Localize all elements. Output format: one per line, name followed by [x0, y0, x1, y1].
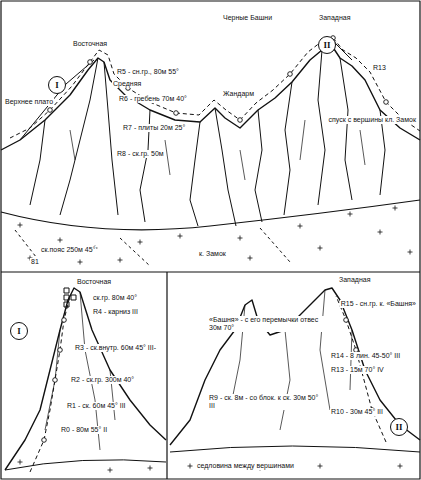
snow-symbol [78, 260, 83, 265]
route-label: Черные Башни [222, 14, 273, 22]
route-label: 81 [30, 258, 40, 266]
snow-symbol [318, 246, 323, 251]
snow-symbol [108, 468, 113, 473]
belay-point [62, 318, 67, 323]
snow-symbol [248, 256, 253, 261]
belay-point [53, 378, 58, 383]
belay-point [174, 111, 179, 116]
route-label: R14 - 8 лин. 45-50° III [330, 352, 401, 360]
route-label: R3 - ск.внутр. 60м 45° III- [74, 344, 157, 352]
snow-symbol [118, 258, 123, 263]
route-label: седловина между вершинами [196, 462, 295, 470]
route-label: к. Замок [198, 250, 227, 258]
route-label: R5 - сн.гр., 80м 55° [116, 68, 180, 76]
belay-point [384, 100, 389, 105]
route-label: Западная [318, 14, 351, 22]
snow-symbol [18, 223, 23, 228]
route-label: R13 [372, 64, 387, 72]
route-label: Западная [338, 276, 371, 284]
belay-point [344, 318, 349, 323]
section-marker: I [48, 76, 66, 94]
snow-symbol [178, 234, 183, 239]
route-label: R9 - ск. 8м - со блок. к ск. 30м 50° III [208, 394, 320, 410]
snow-symbol [138, 240, 143, 245]
route-label: Жандарм [222, 90, 255, 98]
belay-point [288, 72, 293, 77]
section-number: II [323, 40, 330, 50]
route-label: R15 - сн.гр. к. «Башня» [340, 300, 417, 308]
belay-point [58, 348, 63, 353]
section-number: II [395, 422, 402, 432]
section-marker: II [318, 36, 336, 54]
section-number: I [55, 80, 59, 90]
route-label: R13 - 15м 70° IV [330, 366, 385, 374]
route-label: R4 - карниз III [92, 308, 139, 316]
route-label: Восточная [72, 40, 108, 48]
route-label: R1 - ск. 60м 45° III [66, 402, 127, 410]
snow-symbol [188, 464, 193, 469]
route-label: ск.гр. 80м 40° [92, 294, 138, 302]
snow-symbol [298, 224, 303, 229]
route-label: R2 - ск.гр. 300м 40° [70, 376, 135, 384]
section-marker: II [390, 418, 408, 436]
route-label: Средняя [112, 80, 142, 88]
section-marker: I [10, 322, 28, 340]
snow-symbol [318, 464, 323, 469]
route-label: R8 - ск.гр. 50м [116, 150, 165, 158]
route-label: Восточная [76, 278, 112, 286]
route-label: Верхнее плато [4, 98, 54, 106]
route-label: R7 - плиты 20м 25° [122, 124, 186, 132]
snow-symbol [378, 230, 383, 235]
snow-symbol [408, 250, 413, 255]
snow-symbol [18, 460, 23, 465]
route-label: ск.пояс 250м 45° [40, 246, 96, 254]
snow-symbol [148, 466, 153, 471]
route-label: R6 - гребень 70м 40° [118, 95, 188, 103]
route-label: R10 - 30м 45° III [330, 408, 384, 416]
route-label: R0 - 80м 55° II [60, 426, 108, 434]
snow-symbol [58, 238, 63, 243]
snow-symbol [398, 464, 403, 469]
belay-point [88, 60, 93, 65]
section-number: I [17, 326, 21, 336]
route-label: спуск с вершины кл. Замок [328, 116, 417, 124]
route-label: «Башня» - с его перемычки отвес 30м 70° [208, 316, 330, 332]
belay-point [48, 108, 53, 113]
belay-point [238, 118, 243, 123]
snow-symbol [348, 212, 353, 217]
snow-symbol [393, 206, 398, 211]
belay-point [42, 438, 47, 443]
snow-symbol [238, 236, 243, 241]
